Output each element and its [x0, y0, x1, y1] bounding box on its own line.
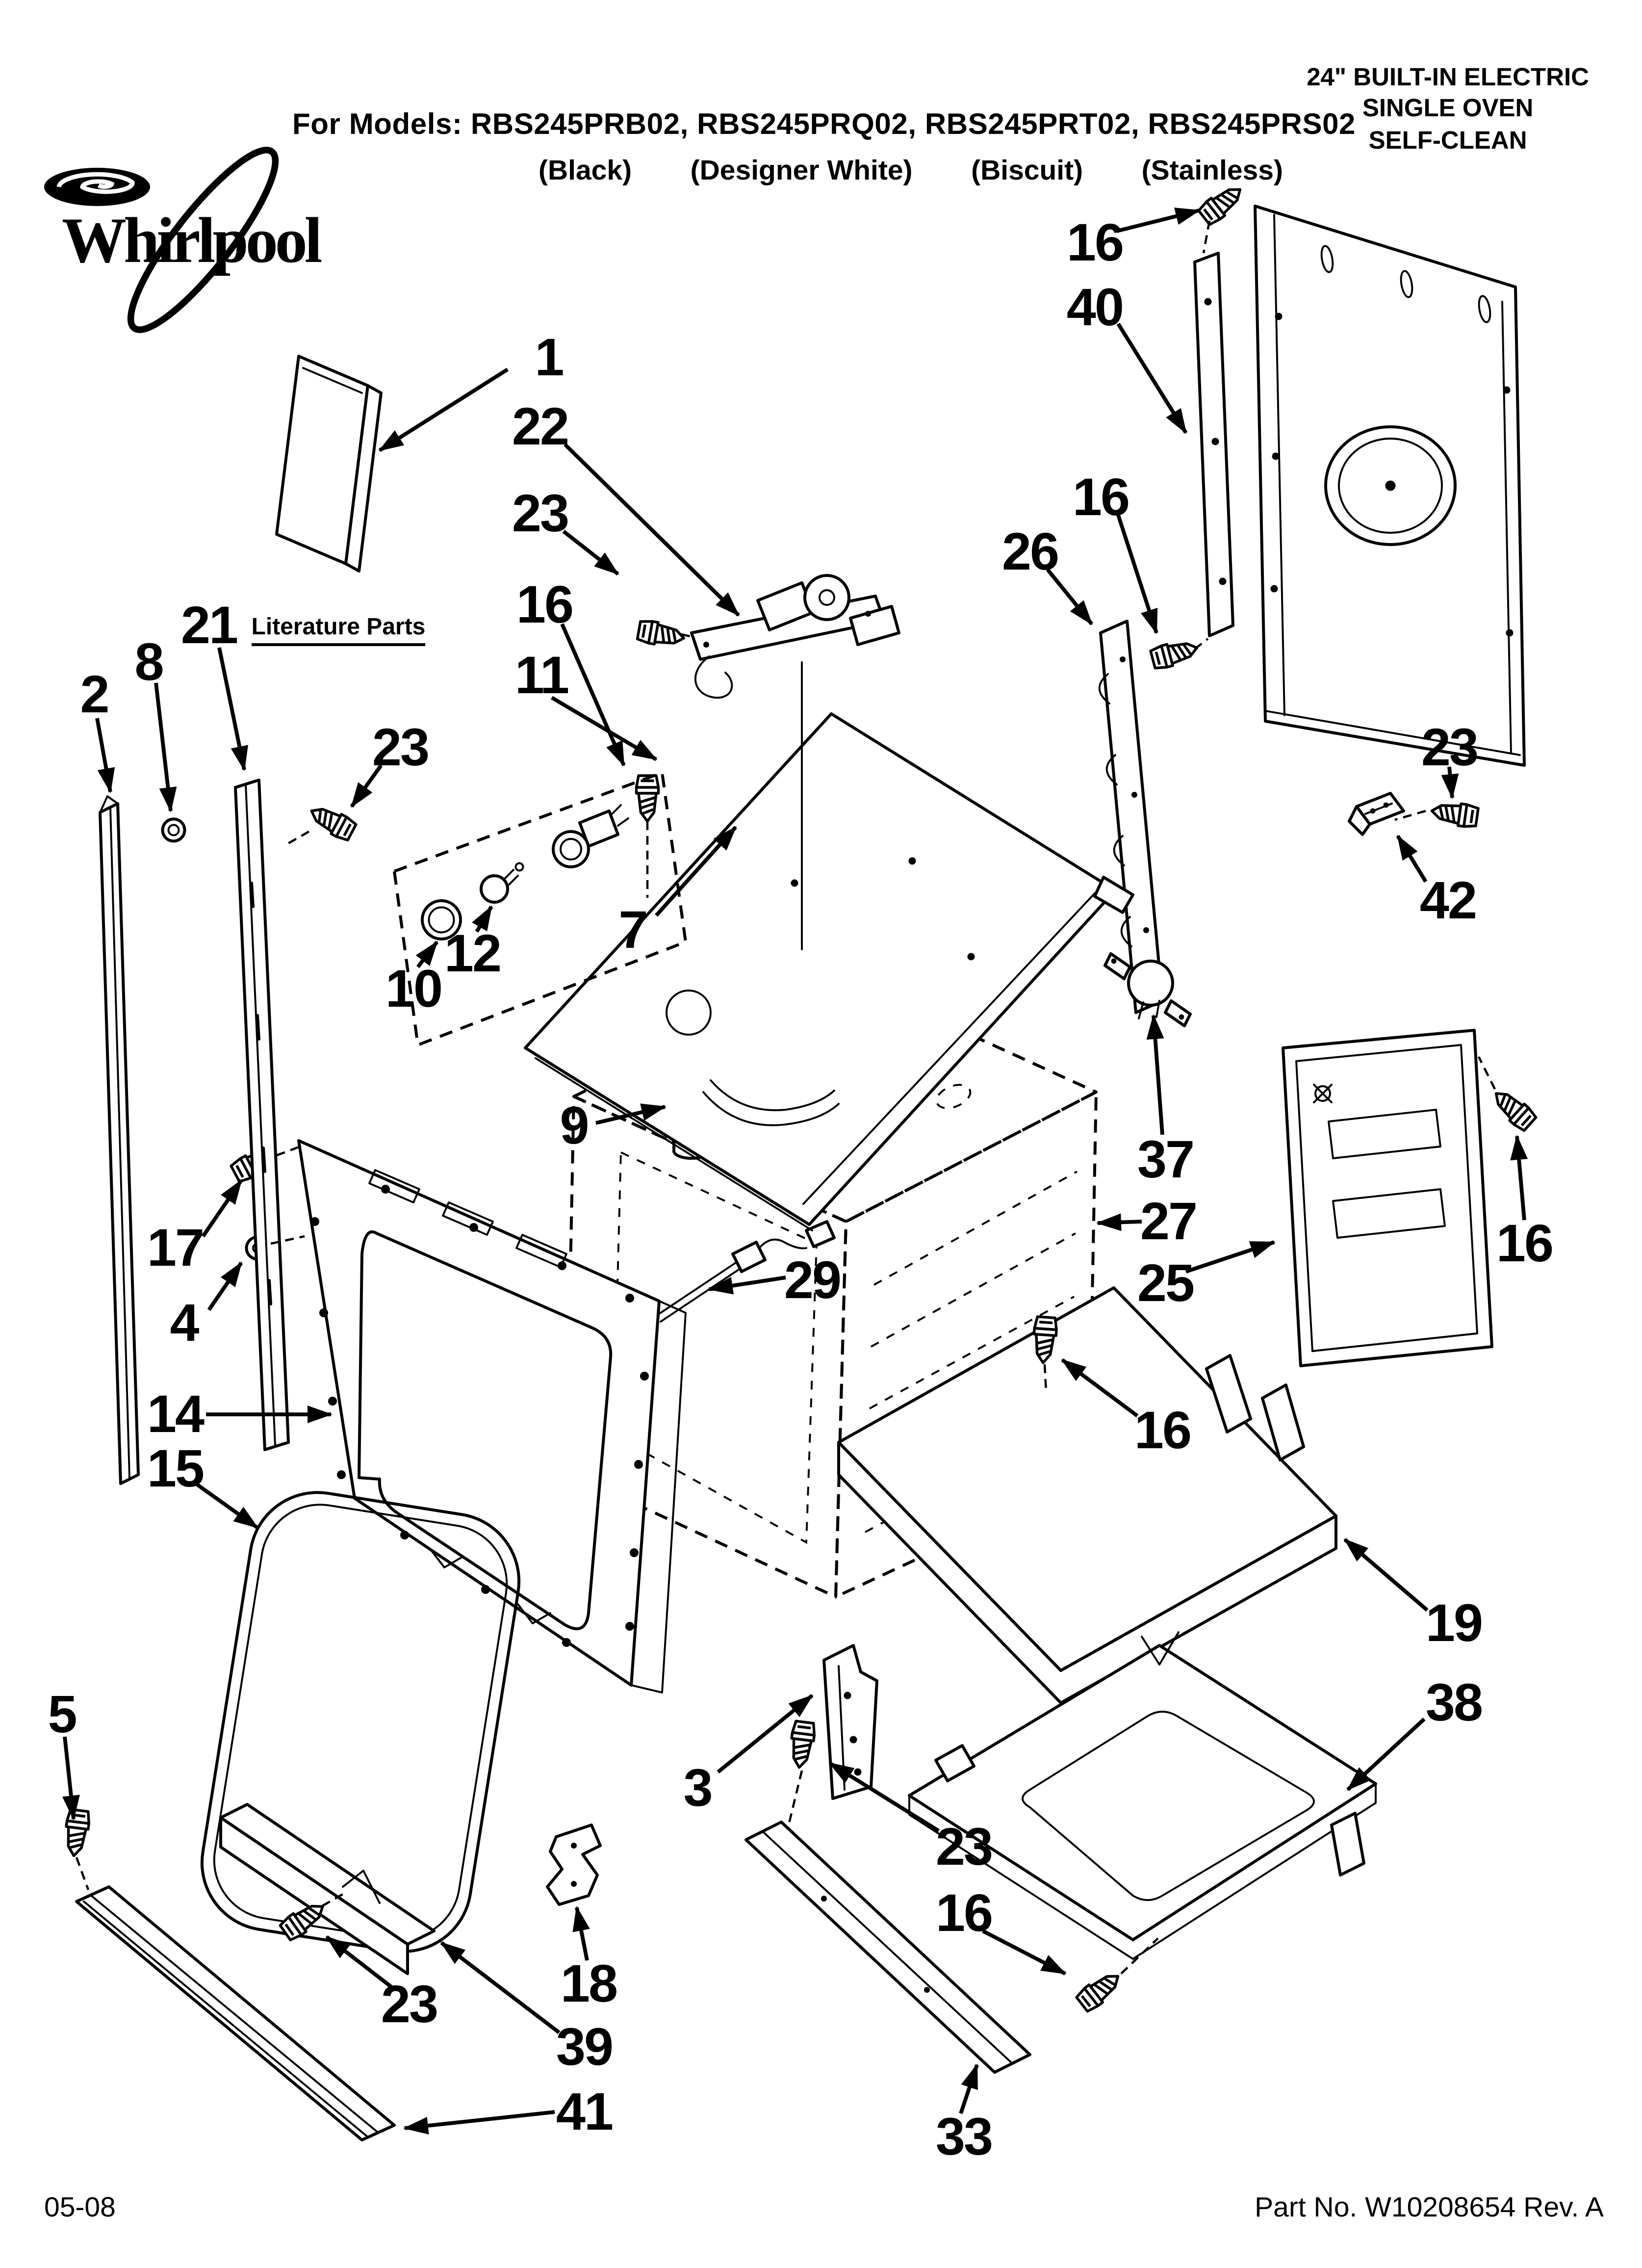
- callout-39-21: 39: [556, 2016, 614, 2077]
- door-latch-assembly-22: [690, 574, 900, 950]
- finish-biscuit: (Biscuit): [971, 156, 1083, 187]
- footer-part-number: Part No. W10208654 Rev. A: [1255, 2193, 1604, 2224]
- literature-book: [275, 355, 383, 573]
- callout-41-22: 41: [556, 2081, 614, 2141]
- callout-23-8: 23: [372, 717, 430, 777]
- brand-wordmark: Whirlpool: [62, 204, 322, 276]
- callout-16-3: 16: [516, 574, 574, 634]
- product-title-line-2: SINGLE OVEN: [1362, 94, 1534, 123]
- callout-16-28: 16: [935, 1882, 993, 1943]
- callout-3-26: 3: [683, 1757, 713, 1818]
- product-title: 24" BUILT-IN ELECTRIC SINGLE OVEN SELF-C…: [1307, 62, 1589, 156]
- callout-15-17: 15: [147, 1438, 205, 1498]
- clip-42: [1348, 792, 1405, 836]
- finish-black: (Black): [539, 156, 632, 187]
- callout-19-24: 19: [1425, 1592, 1483, 1653]
- callout-26-33: 26: [1001, 521, 1059, 581]
- callout-16-32: 16: [1072, 467, 1130, 527]
- bottom-pan-38: [908, 1631, 1377, 1960]
- callout-5-18: 5: [48, 1684, 77, 1744]
- support-bracket-3: [822, 1644, 878, 1800]
- whirlpool-logo: Whirlpool: [44, 147, 325, 333]
- callout-42-35: 42: [1419, 870, 1477, 930]
- side-rail-21: [234, 779, 290, 1451]
- clip-18: [546, 1824, 602, 1906]
- callout-37-36: 37: [1137, 1129, 1195, 1189]
- callout-16-30: 16: [1066, 212, 1124, 272]
- support-bar-39: [219, 1803, 436, 1975]
- callout-33-29: 33: [935, 2106, 993, 2166]
- footer-date-code: 05-08: [44, 2193, 116, 2224]
- access-panel-25: [1282, 1029, 1493, 1367]
- callout-9-12: 9: [560, 1095, 589, 1155]
- callout-8-6: 8: [134, 631, 164, 692]
- product-title-line-1: 24" BUILT-IN ELECTRIC: [1307, 63, 1589, 91]
- bottom-trim-33: [744, 1821, 1031, 2074]
- callout-14-16: 14: [147, 1383, 205, 1444]
- finish-stainless: (Stainless): [1141, 156, 1283, 187]
- callout-29-13: 29: [784, 1250, 842, 1310]
- oven-sensor-29: [655, 1220, 836, 1323]
- callout-1-0: 1: [535, 327, 564, 387]
- callout-12-10: 12: [444, 923, 502, 983]
- fastener-guide-lines: [75, 220, 1496, 1975]
- callout-21-5: 21: [180, 595, 238, 655]
- callout-38-25: 38: [1425, 1672, 1483, 1732]
- callout-16-39: 16: [1496, 1213, 1554, 1273]
- callout-17-14: 17: [147, 1217, 205, 1277]
- rear-side-panel: [1254, 205, 1526, 767]
- callout-23-19: 23: [381, 1974, 438, 2034]
- lamp-bulb-12: [480, 862, 524, 904]
- literature-parts-label: Literature Parts: [206, 615, 471, 646]
- product-title-line-3: SELF-CLEAN: [1368, 126, 1527, 154]
- thermostat-37: [1103, 952, 1192, 1027]
- finish-designer-white: (Designer White): [690, 156, 913, 187]
- callout-27-37: 27: [1140, 1191, 1198, 1251]
- callout-2-7: 2: [80, 664, 109, 724]
- top-panel-7: [524, 712, 1134, 1231]
- callout-23-2: 23: [512, 483, 569, 543]
- callout-10-11: 10: [385, 958, 443, 1018]
- grommet-8: [161, 817, 186, 843]
- finish-options: (Black) (Designer White) (Biscuit) (Stai…: [539, 156, 1283, 188]
- callout-arrows: [62, 208, 1528, 2135]
- side-trim-2: [99, 795, 140, 1485]
- callout-23-34: 23: [1421, 717, 1479, 777]
- callout-18-20: 18: [560, 1953, 618, 2013]
- lamp-kit-11: [393, 771, 687, 1046]
- callout-4-15: 4: [170, 1292, 199, 1353]
- lamp-lens-10: [421, 899, 462, 940]
- insulation-retainer-19: [837, 1286, 1337, 1704]
- callout-11-4: 11: [514, 645, 569, 705]
- callout-25-38: 25: [1137, 1252, 1195, 1313]
- bottom-trim-41: [75, 1885, 396, 2141]
- models-line: For Models: RBS245PRB02, RBS245PRQ02, RB…: [292, 109, 1356, 141]
- front-frame-14: [297, 1139, 687, 1694]
- callout-7-9: 7: [618, 899, 648, 960]
- callout-16-23: 16: [1134, 1400, 1192, 1460]
- callout-23-27: 23: [935, 1816, 993, 1877]
- callout-22-1: 22: [512, 396, 569, 456]
- lamp-socket: [552, 804, 629, 868]
- callout-40-31: 40: [1066, 277, 1124, 337]
- mounting-bracket-40: [1193, 252, 1234, 637]
